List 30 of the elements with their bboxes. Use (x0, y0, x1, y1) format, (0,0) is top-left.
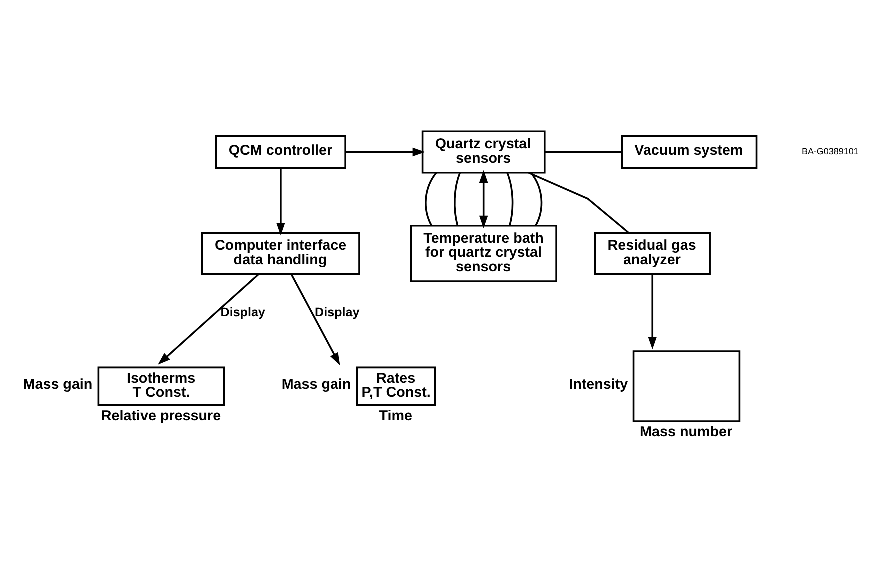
connector (506, 172, 514, 226)
label: BA-G0389101 (802, 146, 859, 156)
node-box: Residual gas analyzer (594, 232, 711, 276)
node-label: Time (379, 408, 413, 424)
arrow (346, 148, 426, 157)
node-box: Isotherms T Const. (98, 366, 226, 406)
node-label: Mass gain (282, 377, 352, 394)
node-box: QCM controller (215, 135, 346, 170)
connector (528, 172, 630, 234)
arrow (479, 170, 488, 228)
connector (545, 151, 622, 154)
node-box (632, 350, 741, 422)
connector (530, 172, 543, 226)
node-box: Rates P,T Const. (356, 366, 436, 406)
arrow (290, 274, 340, 366)
node-box: Quartz crystal sensors (422, 130, 546, 174)
node-box: Temperature bath for quartz crystal sensors (410, 224, 558, 282)
edge-label: Display (315, 306, 360, 320)
node-label: Mass gain (23, 377, 93, 394)
node-box: Vacuum system (621, 135, 758, 170)
arrow (158, 274, 260, 365)
arrow (276, 168, 286, 236)
connector (454, 172, 461, 226)
edge-label: Display (220, 306, 266, 320)
arrow (648, 274, 658, 350)
node-box: Computer interface data handling (201, 232, 360, 276)
node-label: Relative pressure (101, 408, 222, 424)
connector (425, 172, 438, 226)
node-label: Intensity (569, 377, 628, 394)
node-label: Mass number (640, 424, 733, 441)
